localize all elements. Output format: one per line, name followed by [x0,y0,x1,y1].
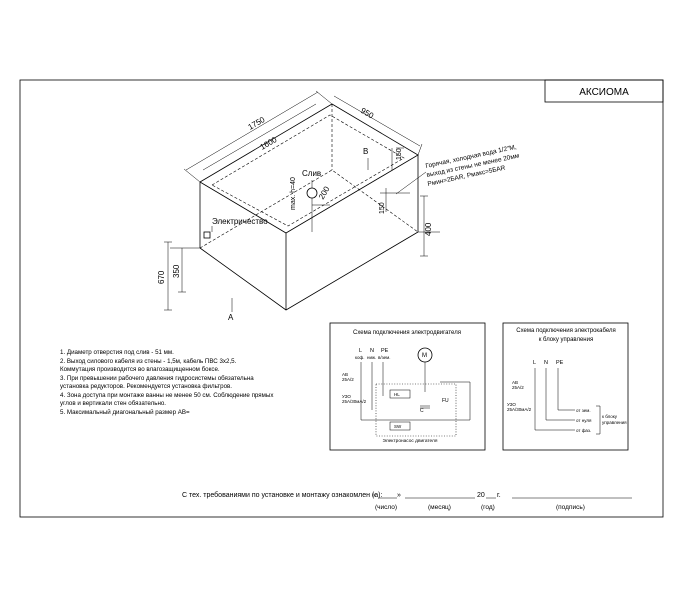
unit-uzo-label: УЗО [507,402,516,407]
view-b-label: B [363,147,368,156]
motor-scheme-title: Схема подключения электродвигателя [353,330,461,336]
unit-uzo-value: 25A/30мА/2 [507,407,532,412]
unit-n-label: N [544,360,548,366]
dim-pipe-offset-top: 150 [396,148,403,160]
year-caption: (год) [481,504,495,511]
electric-label: Электричество [212,217,268,226]
unit-scheme-title-2: к блоку управления [539,337,593,343]
dim-pipe-offset-side: 150 [379,202,386,214]
unit-ab-value: 25A/2 [512,385,524,390]
note-line: 4. Зона доступа при монтаже ванны не мен… [60,392,274,399]
unit-scheme-title: Схема подключения электрокабеля [516,328,616,334]
installation-notes: 1. Диаметр отверстия под слив - 51 мм. 2… [60,349,274,416]
drain-label: Слив [302,169,321,178]
note-line: 2. Выход силового кабеля из стены - 1,5м… [60,358,237,365]
unit-wire-phase: от фаз. [576,428,591,433]
motor-l-label: L [359,348,362,354]
year-prefix: 20 [477,492,485,499]
motor-wiring-scheme: Схема подключения электродвигателя L N P… [329,322,486,451]
note-line: 5. Максимальный диагональный размер AB= [60,409,190,416]
dim-leg-height: 350 [172,264,181,278]
month-caption: (месяц) [428,504,451,511]
motor-c-label: C [420,408,424,414]
motor-n-label: N [370,348,374,354]
bathtub-isometric: A B [170,103,440,322]
quote-open: « [372,492,376,499]
motor-m-symbol: M [422,353,427,359]
signature-block: С тех. требованиями по установке и монта… [182,491,632,511]
brand-name: АКСИОМА [579,87,629,98]
drain-marker: Слив 200 max. h=40 [290,169,332,232]
motor-hl-label: HL [394,392,400,397]
day-caption: (число) [375,504,397,511]
signature-statement: С тех. требованиями по установке и монта… [182,491,382,499]
water-connection: 150 150 400 Горячая, холодная вода 1/2"М… [379,144,520,257]
unit-l-label: L [533,360,536,366]
sign-caption: (подпись) [556,504,585,511]
unit-pe-label: PE [556,360,564,366]
year-suffix: г. [497,492,501,499]
unit-wire-ground: от зем. [576,408,591,413]
title-block: АКСИОМА [544,79,664,103]
motor-n-sub: ниж. [367,355,376,360]
dim-pipe-height: 400 [424,222,433,236]
electric-outlet-marker: Электричество [203,217,268,239]
motor-fu-label: FU [442,398,449,404]
control-unit-wiring-scheme: Схема подключения электрокабеля к блоку … [502,322,629,451]
unit-dest-line-1: к блоку [602,414,618,419]
motor-ab-label: AB [342,372,348,377]
motor-ab-value: 25A/2 [342,377,354,382]
dim-height: 670 [157,270,166,284]
unit-dest-line-2: управления [602,420,627,425]
motor-pe-sub: в/зем. [378,355,391,360]
motor-uzo-label: УЗО [342,394,351,399]
drawing-frame [19,79,664,518]
motor-caption: Электронасос двигателя [383,438,438,444]
motor-uzo-value: 25A/30мА/2 [342,399,367,404]
dim-drain-height: max. h=40 [290,177,297,210]
note-line: 1. Диаметр отверстия под слив - 51 мм. [60,349,174,356]
unit-wire-neutral: от нуля [576,418,592,423]
note-line: 3. При превышении рабочего давления гидр… [60,375,254,382]
quote-close: » [397,492,401,499]
motor-sw-label: SW [394,424,402,429]
note-line: углов и вертикали стен обязательно. [60,400,166,407]
note-line: установка редукторов. Рекомендуется уста… [60,383,232,390]
note-line: Коммутация производится во влагозащищенн… [60,366,220,373]
dim-drain-offset: 200 [317,184,332,201]
view-a-label: A [228,313,234,322]
dim-length-outer: 1750 [247,115,267,132]
motor-pe-label: PE [381,348,389,354]
motor-l-sub: коф. [355,355,364,360]
unit-ab-label: AB [512,380,518,385]
